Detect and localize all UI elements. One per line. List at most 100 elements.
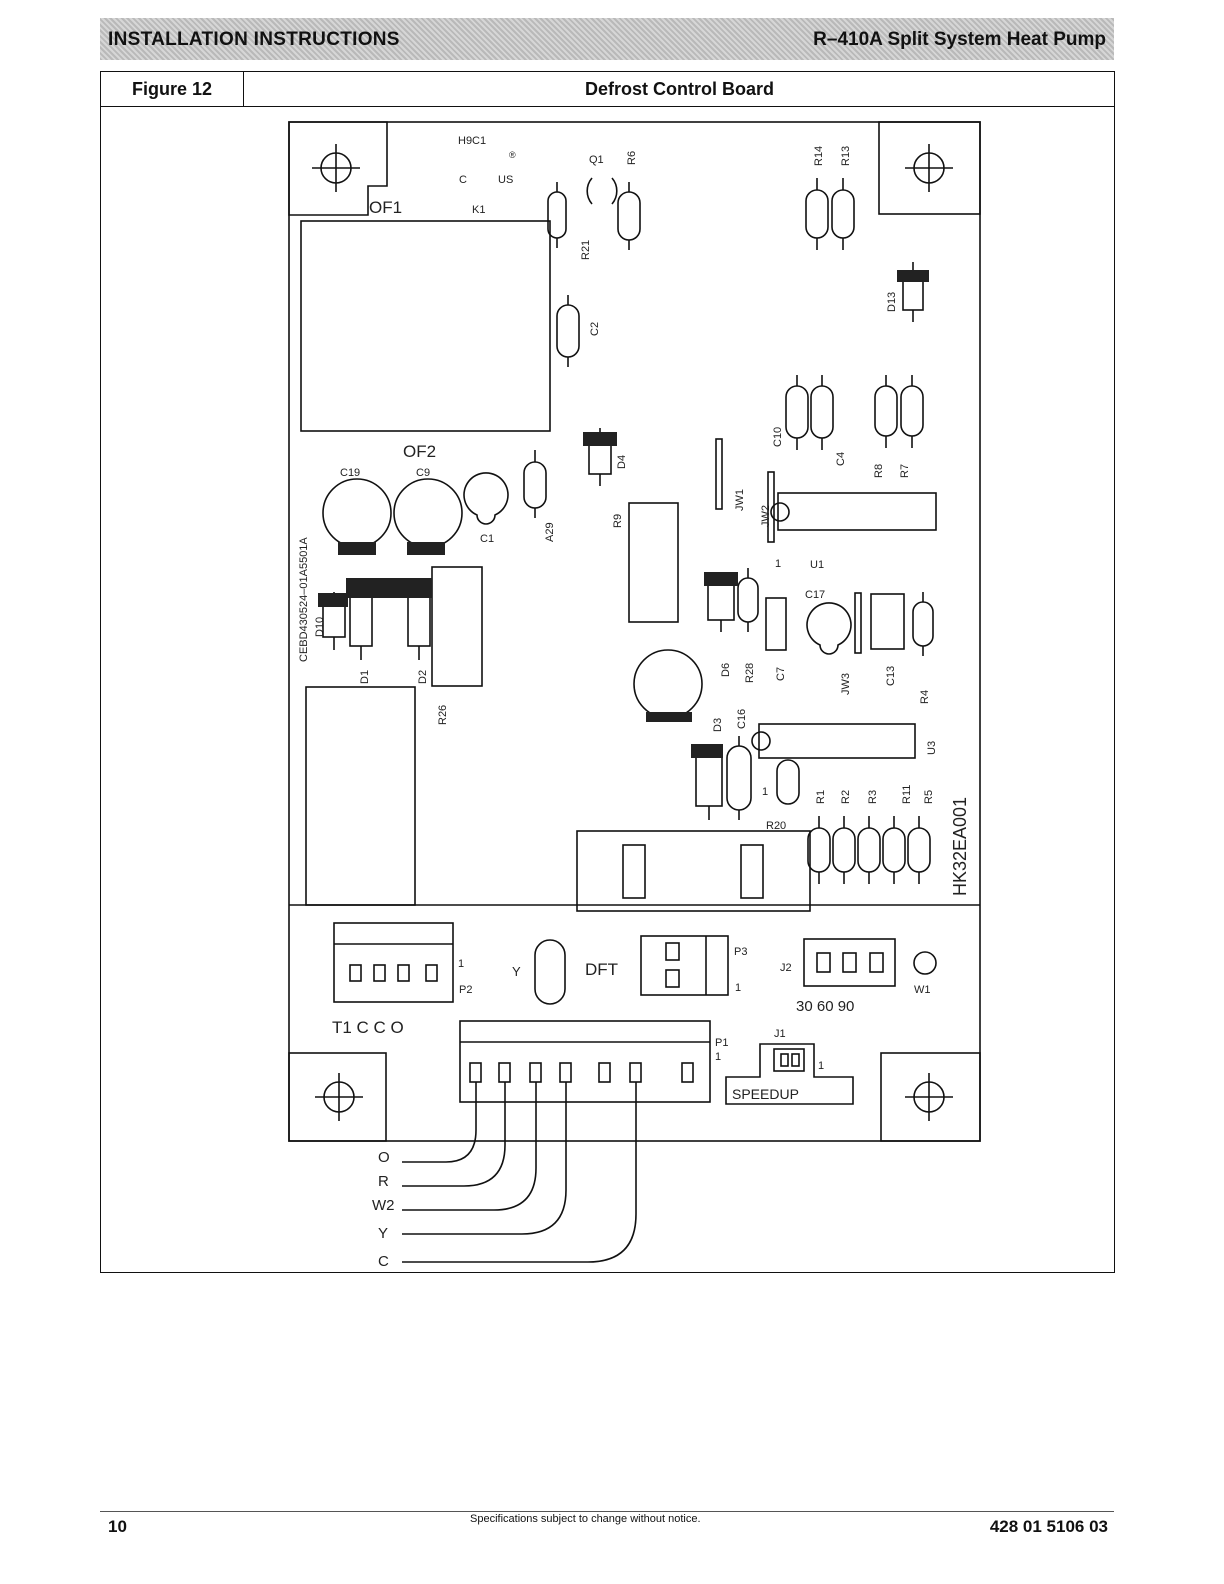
connector-j1 (725, 1043, 854, 1105)
resistor-r6 (617, 182, 641, 250)
footer-notice: Specifications subject to change without… (470, 1513, 701, 1525)
label-p3: P3 (734, 946, 747, 958)
label-r9: R9 (612, 514, 624, 528)
diode-d1 (349, 595, 373, 660)
label-p1-pin: 1 (715, 1051, 721, 1063)
label-c4: C4 (835, 452, 847, 466)
label-j1-pin: 1 (818, 1060, 824, 1072)
page-number: 10 (108, 1517, 127, 1536)
diode-d6 (707, 577, 735, 632)
label-jw1: JW1 (734, 489, 746, 511)
label-d2: D2 (417, 670, 429, 684)
resistor-r1 (807, 816, 831, 884)
label-c7: C7 (775, 667, 787, 681)
relay-of2 (305, 686, 416, 906)
label-r2: R2 (840, 790, 852, 804)
wire-r (402, 1082, 506, 1187)
label-h9c1: H9C1 (458, 135, 486, 147)
capacitor-c16-small (726, 736, 752, 820)
capacitor-c10 (785, 375, 809, 450)
jumper-jw3 (854, 592, 862, 654)
resistor-r3 (857, 816, 881, 884)
header-right-title: R–410A Split System Heat Pump (813, 29, 1106, 50)
resistor-r7 (900, 375, 924, 448)
label-speedup: SPEEDUP (732, 1086, 799, 1102)
resistor-r13 (831, 178, 855, 250)
capacitor-c9 (393, 478, 463, 548)
label-y: Y (512, 964, 521, 979)
label-part-number: CEBD430524–01A5501A (298, 537, 310, 662)
resistor-r14 (805, 178, 829, 250)
label-r7: R7 (899, 464, 911, 478)
wire-c (402, 1082, 637, 1263)
relay-k1 (300, 220, 551, 432)
label-c: C (459, 174, 467, 186)
figure-frame: Figure 12 Defrost Control Board (100, 71, 1115, 1273)
jumper-jw1 (715, 438, 723, 510)
diode-d2 (407, 595, 431, 660)
label-jw2: JW2 (760, 505, 772, 527)
resistor-r2 (832, 816, 856, 884)
wire-label-c: C (378, 1253, 389, 1270)
connector-j2 (803, 938, 896, 987)
terminal-slot (740, 844, 764, 899)
mount-pad-top-right (878, 121, 981, 215)
label-r20: R20 (766, 820, 786, 832)
connector-p3 (640, 935, 729, 996)
label-c13: C13 (885, 666, 897, 686)
header-left-title: INSTALLATION INSTRUCTIONS (108, 29, 400, 50)
figure-number: Figure 12 (101, 72, 244, 106)
crosshair-icon (905, 144, 953, 192)
resistor-r9-block (628, 502, 679, 623)
resistor-r8 (874, 375, 898, 448)
mount-pad-bottom-left (288, 1052, 387, 1142)
label-j1: J1 (774, 1028, 786, 1040)
label-p3-pin: 1 (735, 982, 741, 994)
terminal-block (576, 830, 811, 912)
figure-title: Defrost Control Board (585, 79, 774, 99)
label-one-r20: 1 (762, 786, 768, 798)
resistor-r21 (547, 182, 567, 248)
figure-header: Figure 12 Defrost Control Board (101, 72, 1114, 107)
crosshair-icon (312, 144, 360, 192)
label-k1: K1 (472, 204, 485, 216)
resistor-r26-block (431, 566, 483, 687)
wire-label-y: Y (378, 1225, 388, 1242)
label-p2: P2 (459, 984, 472, 996)
label-r8: R8 (873, 464, 885, 478)
label-r4: R4 (919, 690, 931, 704)
label-r5: R5 (923, 790, 935, 804)
label-j2-pins: 30 60 90 (796, 998, 854, 1015)
label-r13: R13 (840, 146, 852, 166)
label-w1: W1 (914, 984, 931, 996)
label-d4: D4 (616, 455, 628, 469)
resistor-r4 (912, 592, 934, 656)
label-board-id: HK32EA001 (950, 797, 970, 896)
resistor-a29 (523, 450, 547, 518)
capacitor-c17 (806, 602, 852, 655)
resistor-r28 (737, 568, 759, 632)
resistor-r11 (882, 816, 906, 884)
label-d10: D10 (314, 617, 326, 637)
resistor-r20 (776, 759, 800, 805)
dft-sensor (534, 939, 566, 1005)
crosshair-icon (905, 1073, 953, 1121)
label-of2: OF2 (403, 442, 436, 461)
label-r28: R28 (744, 663, 756, 683)
mount-pad-bottom-right (880, 1052, 981, 1142)
header-bar: INSTALLATION INSTRUCTIONS R–410A Split S… (100, 18, 1114, 60)
document-number: 428 01 5106 03 (989, 1517, 1108, 1536)
capacitor-c7 (765, 597, 787, 651)
led-w1 (913, 951, 937, 975)
label-j2: J2 (780, 962, 792, 974)
diode-d3 (695, 749, 723, 820)
ic-u1 (777, 492, 937, 531)
board-outline (288, 121, 981, 1142)
label-c19: C19 (340, 467, 360, 479)
label-p1: P1 (715, 1037, 728, 1049)
wire-label-w2: W2 (372, 1197, 395, 1214)
capacitor-c2 (556, 295, 580, 367)
capacitor-c1 (463, 472, 509, 525)
label-u1: U1 (810, 559, 824, 571)
label-r3: R3 (867, 790, 879, 804)
